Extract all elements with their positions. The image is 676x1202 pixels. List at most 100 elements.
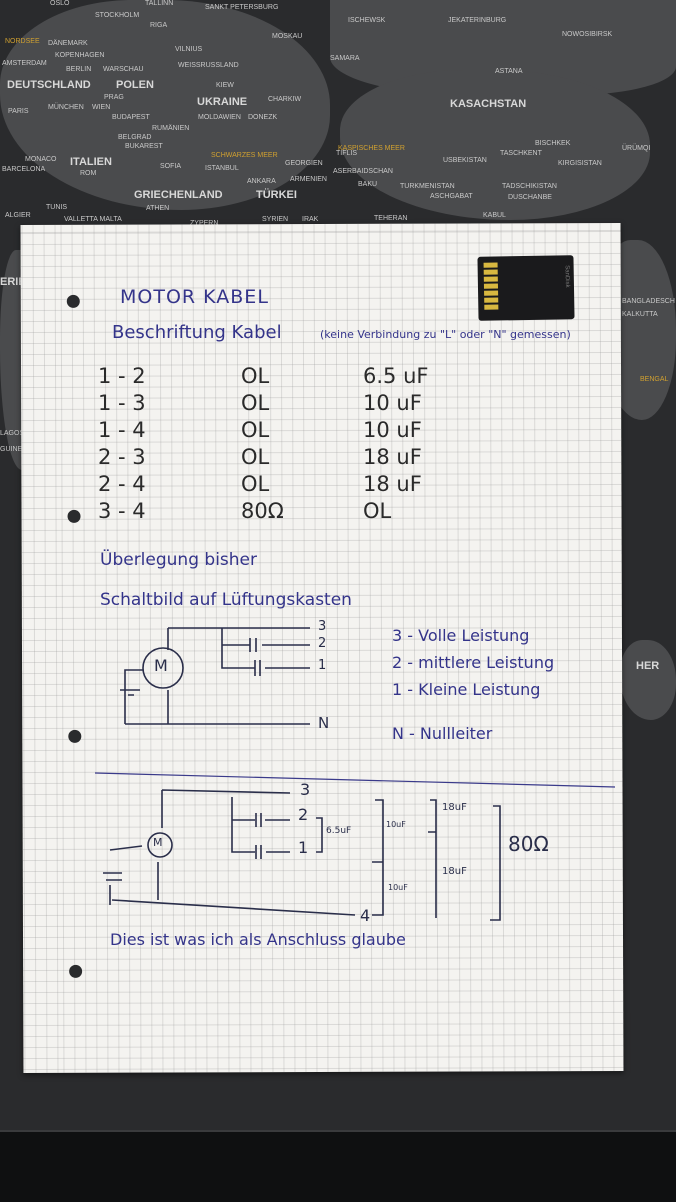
section2-subtitle: Schaltbild auf Lüftungskasten bbox=[100, 590, 352, 610]
measurement-pair: 1 - 2 bbox=[98, 364, 146, 388]
map-label: Nowosibirsk bbox=[562, 31, 613, 38]
terminal-label: 2 bbox=[318, 636, 327, 651]
measurement-capacitance: 18 uF bbox=[363, 445, 422, 469]
measurement-pair: 1 - 4 bbox=[98, 418, 146, 442]
map-label: Duschanbe bbox=[508, 194, 552, 201]
measurement-capacitance: OL bbox=[363, 499, 392, 523]
map-label: Kasachstan bbox=[450, 98, 527, 110]
map-label: Samara bbox=[330, 55, 360, 62]
map-label: Tunis bbox=[46, 204, 67, 211]
map-label: Vilnius bbox=[175, 46, 203, 53]
capacitance-annotation: 18uF bbox=[442, 866, 467, 877]
terminal-label: 1 bbox=[318, 658, 327, 673]
notes-subtitle-note: (keine Verbindung zu "L" oder "N" gemess… bbox=[320, 328, 571, 341]
map-label: Algier bbox=[5, 212, 31, 219]
map-label: Stockholm bbox=[95, 12, 140, 19]
map-label: Tiflis bbox=[336, 150, 358, 157]
map-label: Bengal bbox=[640, 376, 669, 383]
map-label: Warschau bbox=[103, 66, 144, 73]
notes-subtitle: Beschriftung Kabel bbox=[112, 322, 282, 343]
measurement-capacitance: 18 uF bbox=[363, 472, 422, 496]
map-label: Teheran bbox=[374, 215, 408, 222]
map-label: Syrien bbox=[262, 216, 289, 223]
terminal-label: 3 bbox=[300, 780, 311, 799]
map-label: Bangladesch bbox=[622, 298, 675, 305]
map-label: Rom bbox=[80, 170, 97, 177]
motor-symbol bbox=[147, 832, 173, 858]
map-label: Moskau bbox=[272, 33, 303, 40]
map-label: Sofia bbox=[160, 163, 182, 170]
map-label: Istanbul bbox=[205, 165, 239, 172]
map-label: Ürümqi bbox=[622, 145, 651, 152]
map-label: Tallinn bbox=[145, 0, 174, 7]
measurement-capacitance: 10 uF bbox=[363, 391, 422, 415]
map-label: Bischkek bbox=[535, 140, 571, 147]
map-label: Ukraine bbox=[197, 96, 248, 108]
map-label: Athen bbox=[146, 205, 170, 212]
map-label: Türkei bbox=[256, 189, 297, 201]
capacitance-annotation: 6.5uF bbox=[326, 826, 352, 836]
map-label: Kaspisches Meer bbox=[338, 145, 405, 152]
map-label: Oslo bbox=[50, 0, 70, 7]
map-label: Sankt Petersburg bbox=[205, 4, 279, 11]
map-label: Deutschland bbox=[7, 79, 91, 91]
map-label: Charkiw bbox=[268, 96, 302, 103]
map-label: Taschkent bbox=[500, 150, 542, 157]
terminal-label: 3 bbox=[318, 619, 327, 634]
motor-symbol bbox=[142, 647, 184, 689]
map-label: Wien bbox=[92, 104, 111, 111]
measurement-resistance: OL bbox=[241, 472, 270, 496]
measurement-pair: 3 - 4 bbox=[98, 499, 146, 523]
measurement-resistance: OL bbox=[241, 418, 270, 442]
map-label: Barcelona bbox=[2, 166, 46, 173]
map-label: Budapest bbox=[112, 114, 150, 121]
map-label: Tadschikistan bbox=[502, 183, 557, 190]
measurement-capacitance: 6.5 uF bbox=[363, 364, 429, 388]
motor-label: M bbox=[153, 836, 163, 849]
circuit-diagram-1 bbox=[120, 627, 310, 725]
map-label: Georgien bbox=[285, 160, 323, 167]
section2-title: Überlegung bisher bbox=[100, 550, 257, 570]
map-label: Polen bbox=[116, 79, 154, 91]
conclusion-text: Dies ist was ich als Anschluss glaube bbox=[110, 930, 406, 949]
capacitance-annotation: 10uF bbox=[386, 820, 406, 829]
measurement-resistance: OL bbox=[241, 364, 270, 388]
map-label: Kopenhagen bbox=[55, 52, 105, 59]
map-label: Baku bbox=[358, 181, 378, 188]
map-label: Moldawien bbox=[198, 114, 241, 121]
terminal-label: N bbox=[318, 714, 330, 732]
terminal-label: 4 bbox=[360, 906, 371, 925]
resistance-annotation: 80Ω bbox=[508, 832, 549, 856]
map-label: Valletta Malta bbox=[64, 216, 122, 223]
legend-item: 3 - Volle Leistung bbox=[392, 626, 530, 645]
map-label: München bbox=[48, 104, 84, 111]
map-label: Amsterdam bbox=[2, 60, 47, 67]
map-label: Kiew bbox=[216, 82, 234, 89]
map-label: Riga bbox=[150, 22, 168, 29]
map-label: Ischewsk bbox=[348, 17, 386, 24]
desk-pad-edge bbox=[0, 1130, 676, 1202]
map-label: Nordsee bbox=[5, 38, 40, 45]
map-label: Irak bbox=[302, 216, 319, 223]
capacitance-annotation: 10uF bbox=[388, 883, 408, 892]
map-label: Armenien bbox=[290, 176, 327, 183]
measurement-resistance: OL bbox=[241, 391, 270, 415]
map-label: Italien bbox=[70, 156, 112, 168]
map-label: Usbekistan bbox=[443, 157, 487, 164]
measurement-resistance: 80Ω bbox=[241, 499, 284, 523]
map-label: Monaco bbox=[25, 156, 57, 163]
map-label: Turkmenistan bbox=[400, 183, 455, 190]
map-label: Kalkutta bbox=[622, 311, 658, 318]
map-label: Donezk bbox=[248, 114, 278, 121]
measurement-pair: 2 - 3 bbox=[98, 445, 146, 469]
map-label: Aschgabat bbox=[430, 193, 473, 200]
notes-title: MOTOR KABEL bbox=[120, 286, 269, 308]
map-label: Jekaterinburg bbox=[448, 17, 507, 24]
motor-label: M bbox=[154, 656, 168, 675]
measurement-pair: 1 - 3 bbox=[98, 391, 146, 415]
measurement-pair: 2 - 4 bbox=[98, 472, 146, 496]
map-label: Schwarzes Meer bbox=[211, 152, 278, 159]
measurement-capacitance: 10 uF bbox=[363, 418, 422, 442]
divider-line bbox=[94, 772, 616, 788]
